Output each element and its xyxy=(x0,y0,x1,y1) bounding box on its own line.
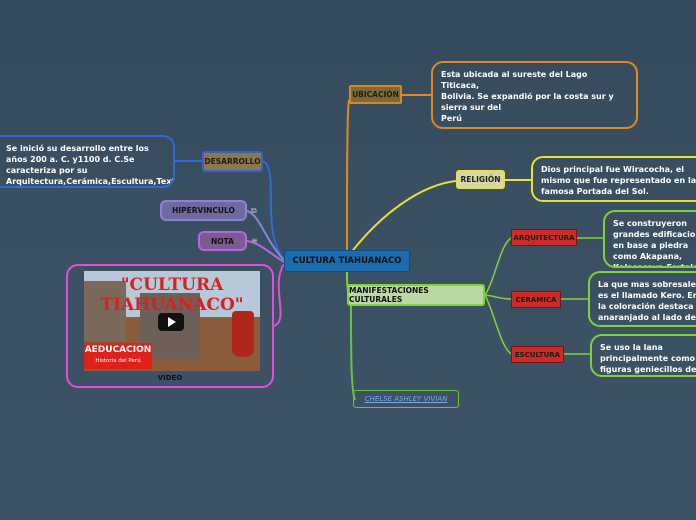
topic-religion-label: RELIGIÓN xyxy=(460,175,500,184)
central-topic[interactable]: CULTURA TIAHUANACO xyxy=(284,250,410,272)
central-topic-label: CULTURA TIAHUANACO xyxy=(293,256,402,266)
play-icon[interactable] xyxy=(158,313,184,331)
channel-badge-subtitle: Historia del Perú xyxy=(84,357,152,365)
video-label: VIDEO xyxy=(68,374,272,382)
video-node[interactable]: "CULTURA TIAHUANACO" AEDUCACION Historia… xyxy=(66,264,274,388)
topic-nota[interactable]: NOTA xyxy=(198,231,247,251)
ceramica-description[interactable]: La que mas sobresale es el llamado Kero.… xyxy=(588,271,696,327)
topic-ubicacion[interactable]: UBICACIÓN xyxy=(349,85,402,104)
topic-manifestaciones-label: MANIFESTACIONES CULTURALES xyxy=(349,286,483,304)
subtopic-escultura-label: ESCULTURA xyxy=(515,351,560,359)
channel-badge-name: AEDUCACION xyxy=(84,343,152,357)
thumbnail-kero-vase xyxy=(232,311,254,357)
subtopic-ceramica[interactable]: CERÁMICA xyxy=(511,291,561,308)
topic-hipervinculo[interactable]: HIPERVINCULO xyxy=(160,200,247,221)
subtopic-arquitectura[interactable]: ARQUITECTURA xyxy=(511,229,577,246)
topic-desarrollo[interactable]: DESARROLLO xyxy=(202,151,263,172)
author-link[interactable]: CHELSE ASHLEY VIVIAN xyxy=(353,390,459,408)
link-video xyxy=(274,264,284,326)
topic-religion[interactable]: RELIGIÓN xyxy=(456,170,505,189)
subtopic-escultura[interactable]: ESCULTURA xyxy=(511,346,564,363)
link-ubicacion xyxy=(347,100,349,252)
topic-hipervinculo-label: HIPERVINCULO xyxy=(172,206,235,215)
desarrollo-description[interactable]: Se inició su desarrollo entre los años 2… xyxy=(0,135,175,188)
note-icon[interactable]: ≡ xyxy=(251,236,258,245)
video-thumbnail[interactable]: "CULTURA TIAHUANACO" AEDUCACION Historia… xyxy=(84,271,260,371)
link-escultura xyxy=(485,295,511,354)
topic-nota-label: NOTA xyxy=(211,237,234,246)
subtopic-ceramica-label: CERÁMICA xyxy=(516,296,557,304)
religion-description[interactable]: Dios principal fue Wiracocha, el mismo q… xyxy=(531,156,696,202)
channel-badge: AEDUCACION Historia del Perú xyxy=(84,343,152,369)
link-arquitectura xyxy=(485,238,511,295)
escultura-description[interactable]: Se uso la lana principalmente como figur… xyxy=(590,334,696,377)
topic-ubicacion-label: UBICACIÓN xyxy=(352,90,399,99)
author-link-label: CHELSE ASHLEY VIVIAN xyxy=(365,395,448,403)
link-icon[interactable]: ⧉ xyxy=(251,206,257,216)
topic-desarrollo-label: DESARROLLO xyxy=(204,157,260,166)
link-religion xyxy=(350,181,456,254)
video-thumbnail-title: "CULTURA TIAHUANACO" xyxy=(84,275,260,315)
arquitectura-description[interactable]: Se construyeron grandes edificaciones en… xyxy=(603,210,696,268)
link-ceramica xyxy=(485,295,511,299)
topic-manifestaciones[interactable]: MANIFESTACIONES CULTURALES xyxy=(347,284,485,306)
subtopic-arquitectura-label: ARQUITECTURA xyxy=(513,234,574,242)
link-autor xyxy=(351,306,355,400)
ubicacion-description[interactable]: Esta ubicada al sureste del Lago Titicac… xyxy=(431,61,638,129)
